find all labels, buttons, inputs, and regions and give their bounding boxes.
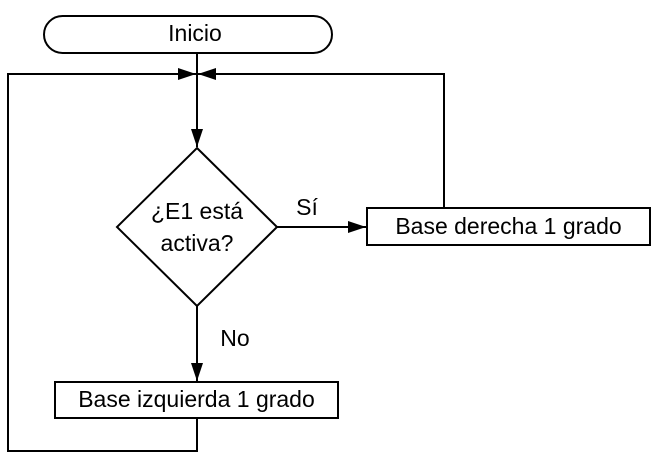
edge-loop-from-base-izquierda <box>7 68 198 452</box>
node-base-derecha-box <box>366 207 651 246</box>
node-start-terminator <box>43 15 333 54</box>
node-decision-diamond <box>115 146 279 308</box>
node-base-izquierda-box <box>54 381 339 419</box>
edge-loop-from-base-derecha <box>198 68 445 208</box>
